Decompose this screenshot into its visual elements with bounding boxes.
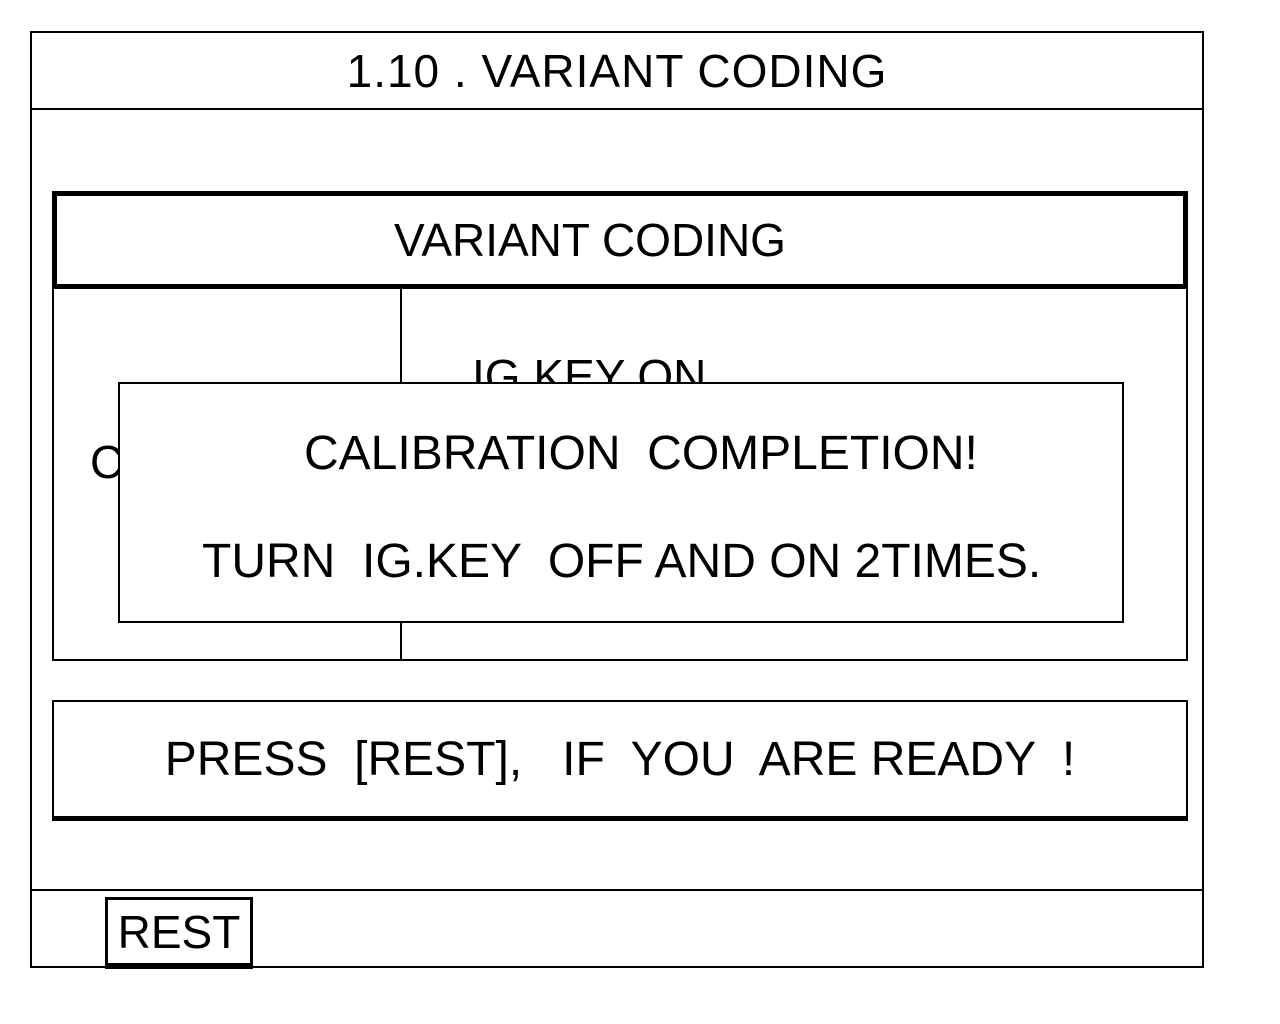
rest-button[interactable]: REST	[105, 897, 253, 969]
footer-bar: REST	[32, 889, 1202, 969]
dialog-instruction: TURN IG.KEY OFF AND ON 2TIMES.	[202, 535, 1042, 588]
left-cell-text: C	[90, 436, 124, 488]
prompt-message: PRESS [REST], IF YOU ARE READY !	[52, 700, 1188, 821]
variant-coding-screen: 1.10 . VARIANT CODING VARIANT CODING C I…	[30, 31, 1204, 969]
panel-header: VARIANT CODING	[52, 191, 1188, 289]
page-title: 1.10 . VARIANT CODING	[32, 33, 1202, 110]
dialog-title: CALIBRATION COMPLETION!	[304, 427, 978, 480]
calibration-dialog: CALIBRATION COMPLETION! TURN IG.KEY OFF …	[118, 382, 1124, 623]
